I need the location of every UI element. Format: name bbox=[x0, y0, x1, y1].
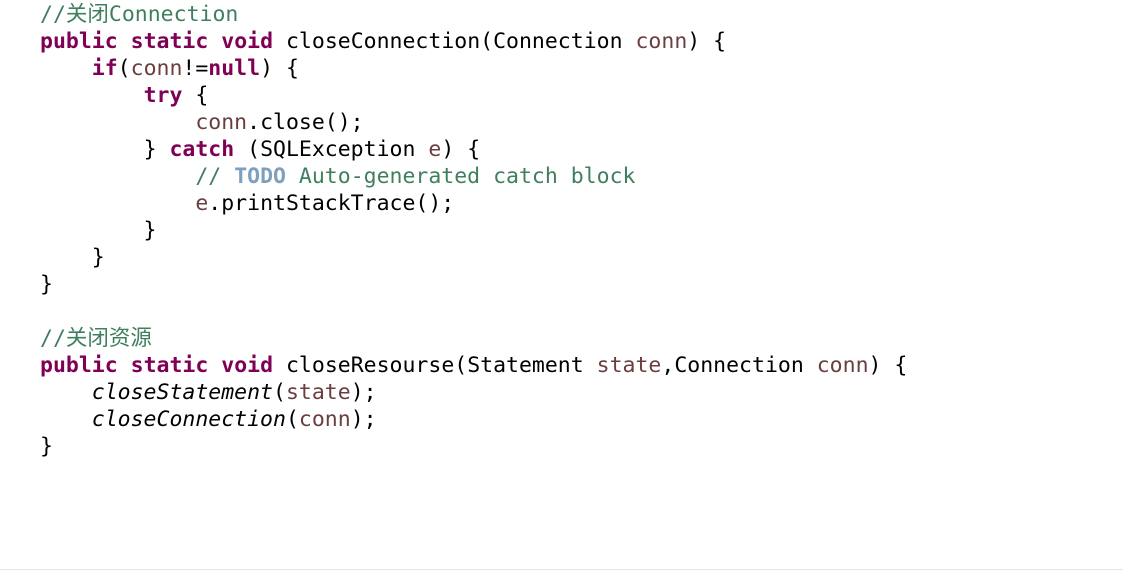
code-line-5: conn.close(); bbox=[40, 109, 907, 136]
code-punctuation: ) { bbox=[868, 353, 908, 378]
code-punctuation: ( bbox=[117, 56, 131, 81]
method-signature: closeConnection(Connection bbox=[285, 29, 636, 54]
keyword-static: static bbox=[130, 29, 209, 54]
code-editor[interactable]: //关闭Connection public static void closeC… bbox=[40, 1, 907, 460]
variable-name: state bbox=[285, 380, 351, 405]
variable-name: conn bbox=[130, 56, 183, 81]
parameter-name: conn bbox=[635, 29, 688, 54]
keyword-public: public bbox=[40, 353, 118, 378]
code-line-3: if(conn!=null) { bbox=[40, 55, 907, 82]
code-line-8: e.printStackTrace(); bbox=[40, 190, 907, 217]
comment-prefix: // bbox=[40, 2, 66, 27]
static-method-call: closeStatement bbox=[91, 380, 273, 405]
code-punctuation: ) { bbox=[687, 29, 727, 54]
blank-line bbox=[40, 298, 907, 325]
code-line-2: public static void closeConnection(Conne… bbox=[40, 28, 907, 55]
keyword-void: void bbox=[221, 29, 274, 54]
parameter-name: conn bbox=[816, 353, 869, 378]
code-line-15: closeStatement(state); bbox=[40, 379, 907, 406]
code-punctuation: ); bbox=[350, 380, 377, 405]
operator: != bbox=[182, 56, 209, 81]
keyword-static: static bbox=[130, 353, 209, 378]
code-line-13: //关闭资源 bbox=[40, 325, 907, 352]
variable-name: e bbox=[195, 191, 209, 216]
code-punctuation: ) { bbox=[441, 137, 481, 162]
method-signature: closeResourse(Statement bbox=[285, 353, 597, 378]
indent bbox=[40, 191, 195, 216]
keyword-catch: catch bbox=[169, 137, 235, 162]
indent bbox=[40, 407, 92, 432]
code-punctuation: ( bbox=[285, 407, 299, 432]
code-punctuation: ); bbox=[350, 407, 377, 432]
code-punctuation: } bbox=[143, 137, 170, 162]
comment-text: Connection bbox=[108, 2, 239, 27]
variable-name: e bbox=[428, 137, 442, 162]
comment-prefix: // bbox=[195, 164, 235, 189]
code-punctuation: { bbox=[182, 83, 209, 108]
indent bbox=[40, 164, 195, 189]
parameter-name: state bbox=[596, 353, 662, 378]
parameter-type: ,Connection bbox=[661, 353, 817, 378]
code-line-9: } bbox=[40, 218, 157, 243]
comment-cjk-text: 关闭 bbox=[65, 2, 109, 27]
code-line-4: try { bbox=[40, 82, 907, 109]
exception-type: (SQLException bbox=[234, 137, 429, 162]
keyword-void: void bbox=[221, 353, 274, 378]
code-line-7: // TODO Auto-generated catch block bbox=[40, 163, 907, 190]
code-line-17: } bbox=[40, 434, 53, 459]
keyword-if: if bbox=[91, 56, 118, 81]
code-punctuation: ) { bbox=[260, 56, 299, 81]
todo-tag: TODO bbox=[234, 164, 286, 189]
code-line-1: //关闭Connection bbox=[40, 1, 907, 28]
indent bbox=[40, 56, 92, 81]
indent bbox=[40, 137, 144, 162]
keyword-try: try bbox=[143, 83, 183, 108]
code-punctuation: ( bbox=[273, 380, 286, 405]
static-method-call: closeConnection bbox=[91, 407, 286, 432]
method-call: .close(); bbox=[247, 110, 364, 135]
variable-name: conn bbox=[298, 407, 351, 432]
keyword-null: null bbox=[208, 56, 261, 81]
code-line-16: closeConnection(conn); bbox=[40, 406, 907, 433]
method-call: .printStackTrace(); bbox=[208, 191, 455, 216]
keyword-public: public bbox=[40, 29, 118, 54]
code-line-10: } bbox=[40, 245, 105, 270]
comment-cjk-text: 关闭资源 bbox=[65, 326, 152, 351]
code-line-11: } bbox=[40, 272, 53, 297]
code-line-6: } catch (SQLException e) { bbox=[40, 136, 907, 163]
indent bbox=[40, 380, 92, 405]
comment-text: Auto-generated catch block bbox=[285, 164, 636, 189]
indent bbox=[40, 110, 195, 135]
code-line-14: public static void closeResourse(Stateme… bbox=[40, 352, 907, 379]
indent bbox=[40, 83, 144, 108]
comment-prefix: // bbox=[40, 326, 66, 351]
variable-name: conn bbox=[195, 110, 248, 135]
